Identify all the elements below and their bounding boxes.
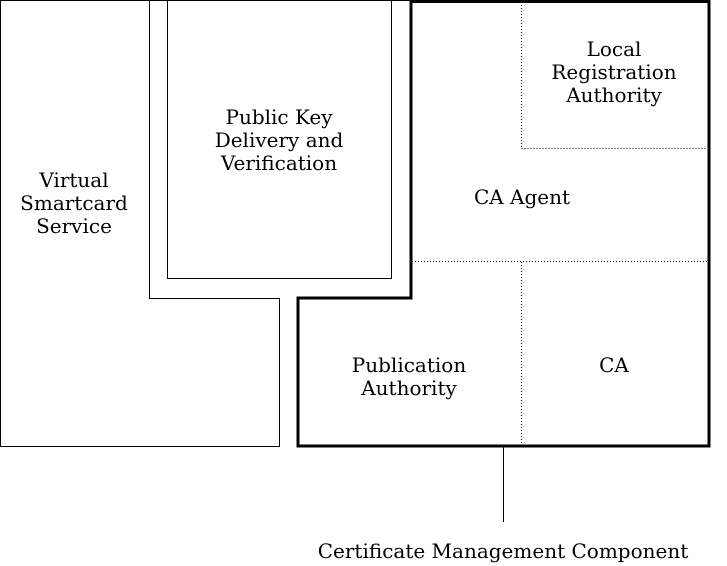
public-key-delivery-label-2: Delivery and [215, 128, 344, 152]
local-registration-label-1: Local [587, 37, 642, 61]
ca-label: CA [599, 353, 629, 377]
virtual-smartcard-label-2: Smartcard [20, 191, 128, 215]
publication-authority-label-2: Authority [360, 376, 457, 400]
local-registration-label-2: Registration [551, 60, 676, 84]
public-key-delivery-box [167, 0, 392, 279]
public-key-delivery-label-3: Verification [220, 151, 337, 175]
public-key-delivery-label-1: Public Key [225, 105, 333, 129]
ca-agent-label: CA Agent [474, 185, 570, 209]
diagram-caption: Certificate Management Component [318, 539, 689, 563]
virtual-smartcard-label-3: Service [36, 214, 112, 238]
local-registration-label-3: Authority [565, 83, 662, 107]
publication-authority-label-1: Publication [352, 353, 467, 377]
certificate-management-box [296, 0, 711, 448]
virtual-smartcard-label-1: Virtual [38, 168, 108, 192]
